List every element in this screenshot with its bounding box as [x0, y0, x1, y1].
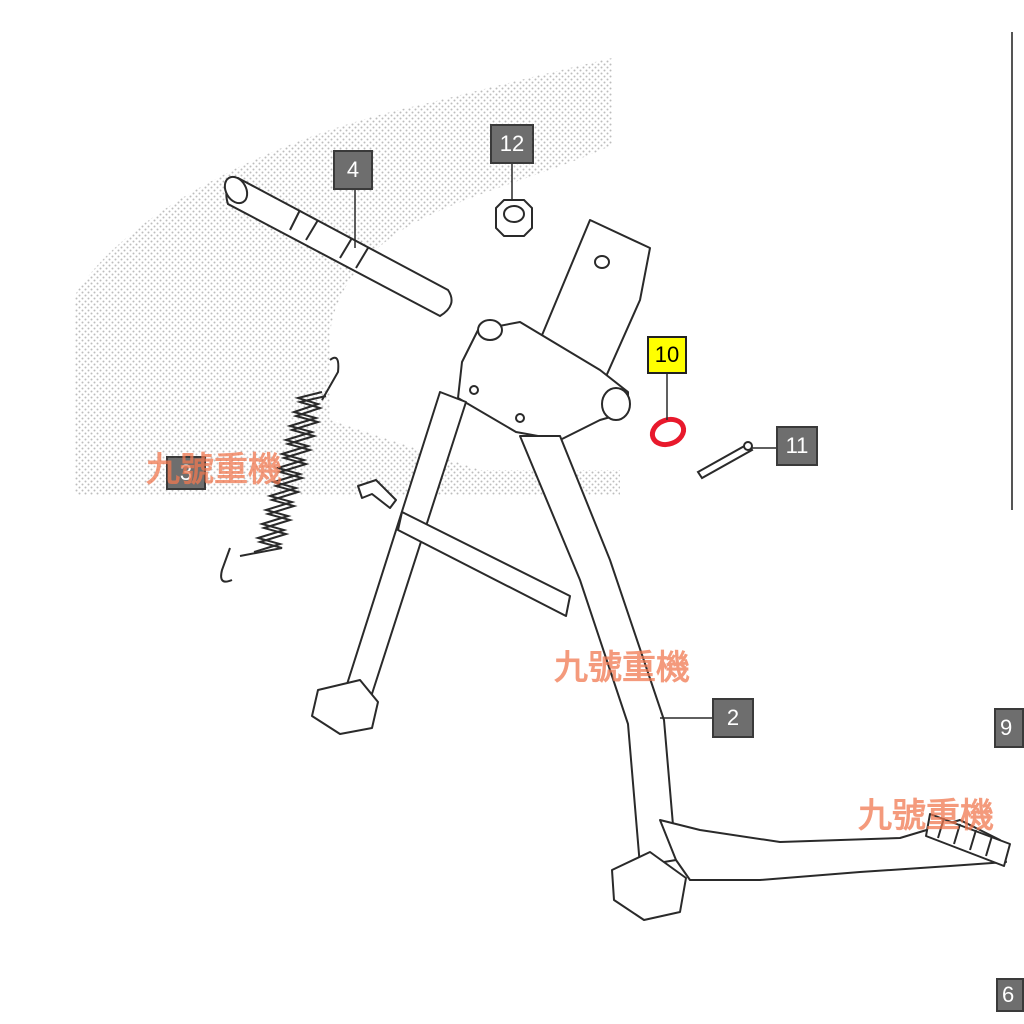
watermark-text: 九號重機	[858, 796, 994, 836]
callout-3: 3	[166, 456, 206, 490]
main-stand	[311, 219, 1011, 921]
callout-2: 2	[712, 698, 754, 738]
callout-4: 4	[333, 150, 373, 190]
callout-11: 11	[776, 426, 818, 466]
pivot-shaft	[223, 175, 453, 318]
frame-silhouette	[75, 58, 620, 495]
watermark-text: 九號重機	[554, 648, 690, 688]
watermark-text: 九號重機	[146, 450, 282, 490]
leader-lines	[354, 164, 776, 719]
washer-highlighted	[649, 416, 687, 448]
callout-12: 12	[490, 124, 534, 164]
callout-9-cropped: 9	[994, 708, 1024, 748]
callout-10-highlighted: 10	[647, 336, 687, 374]
callout-6-cropped: 6	[996, 978, 1024, 1012]
nut	[495, 199, 533, 237]
spring	[220, 356, 340, 583]
cotter-pin	[696, 441, 754, 480]
